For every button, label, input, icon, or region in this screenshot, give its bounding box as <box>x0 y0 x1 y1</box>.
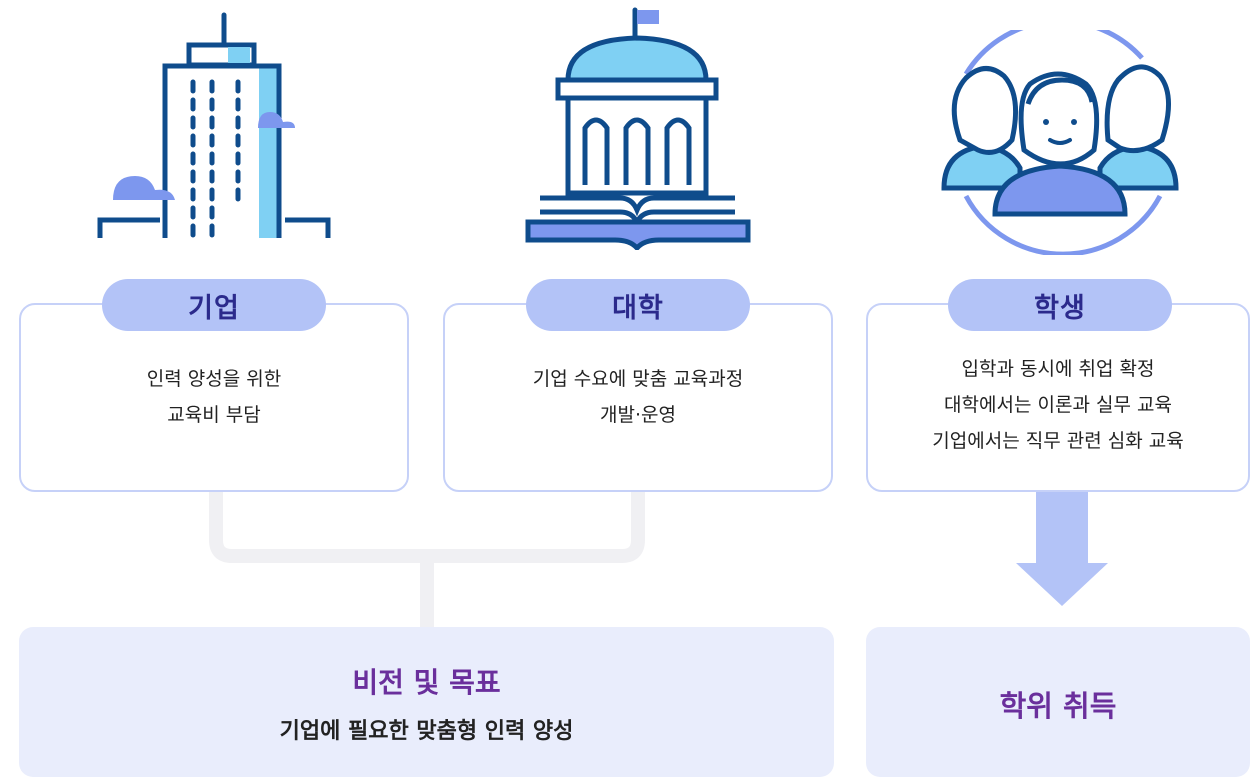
students-group-icon <box>941 30 1179 255</box>
university-label: 대학 <box>526 279 750 331</box>
university-line-1: 기업 수요에 맞춤 교육과정 <box>532 368 744 390</box>
degree-title: 학위 취득 <box>999 689 1117 723</box>
vision-subtitle: 기업에 필요한 맞춤형 인력 양성 <box>279 719 574 744</box>
company-card: 인력 양성을 위한 교육비 부담 <box>19 303 409 492</box>
university-description: 기업 수요에 맞춤 교육과정 개발·운영 <box>445 361 831 433</box>
student-line-3: 기업에서는 직무 관련 심화 교육 <box>932 430 1184 452</box>
student-card: 입학과 동시에 취업 확정 대학에서는 이론과 실무 교육 기업에서는 직무 관… <box>866 303 1250 492</box>
company-line-2: 교육비 부담 <box>167 404 261 426</box>
office-building-icon <box>97 12 331 238</box>
student-label: 학생 <box>948 279 1172 331</box>
down-arrow-icon <box>1016 488 1108 606</box>
company-label: 기업 <box>102 279 326 331</box>
vision-title: 비전 및 목표 <box>352 666 501 699</box>
university-card: 기업 수요에 맞춤 교육과정 개발·운영 <box>443 303 833 492</box>
university-line-2: 개발·운영 <box>600 404 676 426</box>
student-description: 입학과 동시에 취업 확정 대학에서는 이론과 실무 교육 기업에서는 직무 관… <box>868 351 1248 459</box>
student-line-2: 대학에서는 이론과 실무 교육 <box>944 394 1172 416</box>
company-line-1: 인력 양성을 위한 <box>146 368 282 390</box>
vision-box: 비전 및 목표 기업에 필요한 맞춤형 인력 양성 <box>19 627 834 777</box>
company-description: 인력 양성을 위한 교육비 부담 <box>21 361 407 433</box>
student-line-1: 입학과 동시에 취업 확정 <box>961 358 1155 380</box>
university-building-icon <box>525 7 751 250</box>
degree-box: 학위 취득 <box>866 627 1250 777</box>
